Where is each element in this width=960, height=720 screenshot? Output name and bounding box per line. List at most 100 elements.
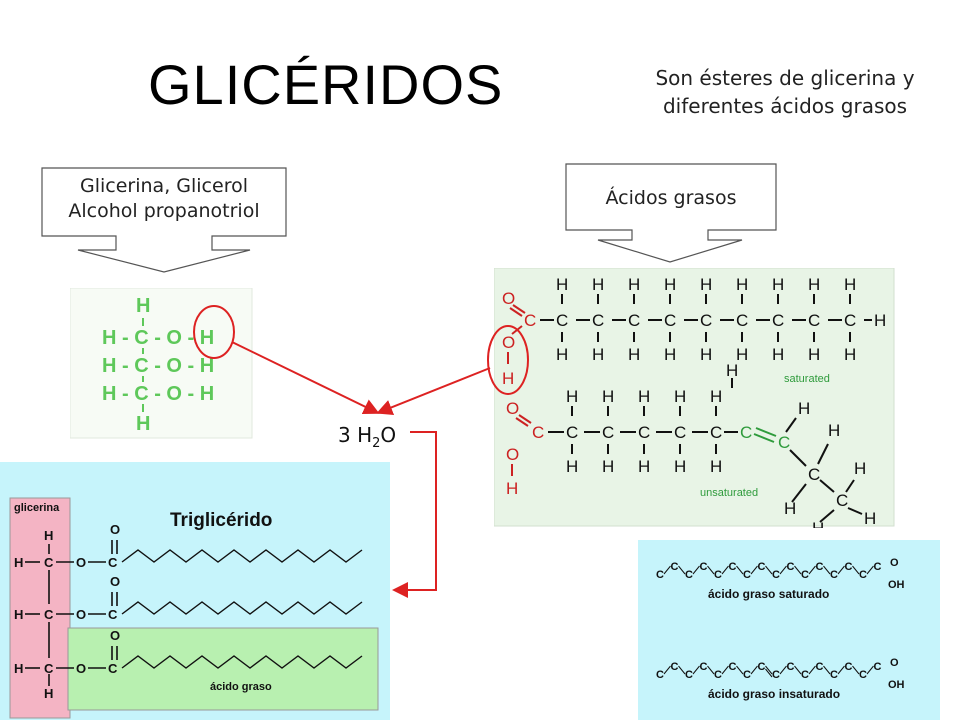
atom-c: C (801, 569, 809, 581)
atom-c: C (714, 569, 722, 581)
bond (819, 509, 835, 523)
bond (823, 665, 831, 675)
atom-c: C (874, 561, 882, 573)
atom-c: C (787, 661, 795, 673)
bond (721, 665, 729, 675)
atom-c: C (859, 669, 867, 681)
atom-c: C (844, 311, 856, 330)
atom-h: H (844, 345, 856, 364)
atom-h: H (602, 387, 614, 406)
saturated-caption: ácido graso saturado (708, 587, 829, 601)
atom-h: H (664, 345, 676, 364)
atom-h: H (726, 361, 738, 380)
atom-o: O (502, 333, 515, 352)
bond (750, 565, 758, 575)
arrow-glycerol-to-water (231, 341, 380, 414)
atom-c: C (808, 311, 820, 330)
atom-c: C (44, 555, 54, 570)
atom-c: C (108, 555, 118, 570)
water-sub: 2 (372, 436, 381, 451)
atom-c: C (772, 311, 784, 330)
bond (736, 565, 744, 575)
atom-h: H (674, 387, 686, 406)
double-bond (509, 307, 523, 317)
atom-h: H (812, 519, 824, 528)
acids-callout: Ácidos grasos (605, 187, 737, 209)
glycerol-callout-line2: Alcohol propanotriol (68, 200, 260, 222)
acids-callout-shape (565, 163, 777, 263)
atom-c: C (808, 465, 820, 484)
atom-oh: OH (888, 579, 905, 591)
atom-h: H (798, 399, 810, 418)
glycerol-oh-circle (193, 305, 235, 359)
bond (847, 507, 863, 515)
bond (785, 417, 797, 433)
atom-c: C (671, 661, 679, 673)
bond (852, 665, 860, 675)
atom-h: H (592, 345, 604, 364)
bond (692, 665, 700, 675)
atom-h: H (736, 275, 748, 294)
atom-c: C (108, 661, 118, 676)
atom-c: C (874, 661, 882, 673)
triglyceride-title: Triglicérido (170, 510, 272, 531)
bond (791, 483, 807, 503)
atom-h: H (14, 607, 23, 622)
atom-o: O (506, 445, 519, 464)
atom-h: H (736, 345, 748, 364)
atom-c: C (859, 569, 867, 581)
atom-h: H (506, 479, 518, 498)
atom-h: H (874, 311, 886, 330)
atom-o: O (110, 628, 120, 643)
atom-c: C (108, 607, 118, 622)
atom-c: C (710, 423, 722, 442)
bond (765, 565, 773, 575)
fatty-acid-tag: ácido graso (210, 681, 272, 693)
atom-o: O (76, 607, 86, 622)
atom-h: H (44, 686, 53, 701)
bond (837, 565, 845, 575)
atom-h: H (638, 457, 650, 476)
atom-c: C (700, 561, 708, 573)
atom-o: O (890, 657, 899, 669)
atom-h: H (808, 345, 820, 364)
atom-c: C (685, 669, 693, 681)
atom-c: C (740, 423, 752, 442)
atom-h: H (784, 499, 796, 518)
atom-c: C (801, 669, 809, 681)
atom-c: C (524, 311, 536, 330)
saturated-tag: saturated (784, 373, 830, 385)
atom-c: C (816, 561, 824, 573)
atom-o: O (506, 399, 519, 418)
atom-h: H (700, 275, 712, 294)
atom-c: C (845, 661, 853, 673)
atom-c: C (736, 311, 748, 330)
double-bond (515, 417, 529, 427)
bond (845, 479, 855, 493)
atom-h: H (592, 275, 604, 294)
bond (794, 665, 802, 675)
atom-h: H (628, 275, 640, 294)
arrow-to-triglyceride (392, 431, 437, 598)
atom-c: C (532, 423, 544, 442)
atom-c: C (758, 661, 766, 673)
atom-h: H (772, 345, 784, 364)
atom-c: C (664, 311, 676, 330)
fatty-acid-tail (121, 601, 363, 615)
bond (779, 665, 787, 675)
bond (692, 565, 700, 575)
atom-c: C (638, 423, 650, 442)
atom-h: H (844, 275, 856, 294)
unsaturated-chain: OCOHCHHCHHCHHCHHCHHHCCHCHHCHHH (506, 361, 876, 528)
atom-o: O (110, 574, 120, 589)
atom-c: C (816, 661, 824, 673)
atom-c: C (772, 569, 780, 581)
atom-h: H (772, 275, 784, 294)
atom-c: C (729, 661, 737, 673)
glycerol-row-1: H - C - O - H (102, 327, 214, 349)
bond (817, 443, 829, 465)
